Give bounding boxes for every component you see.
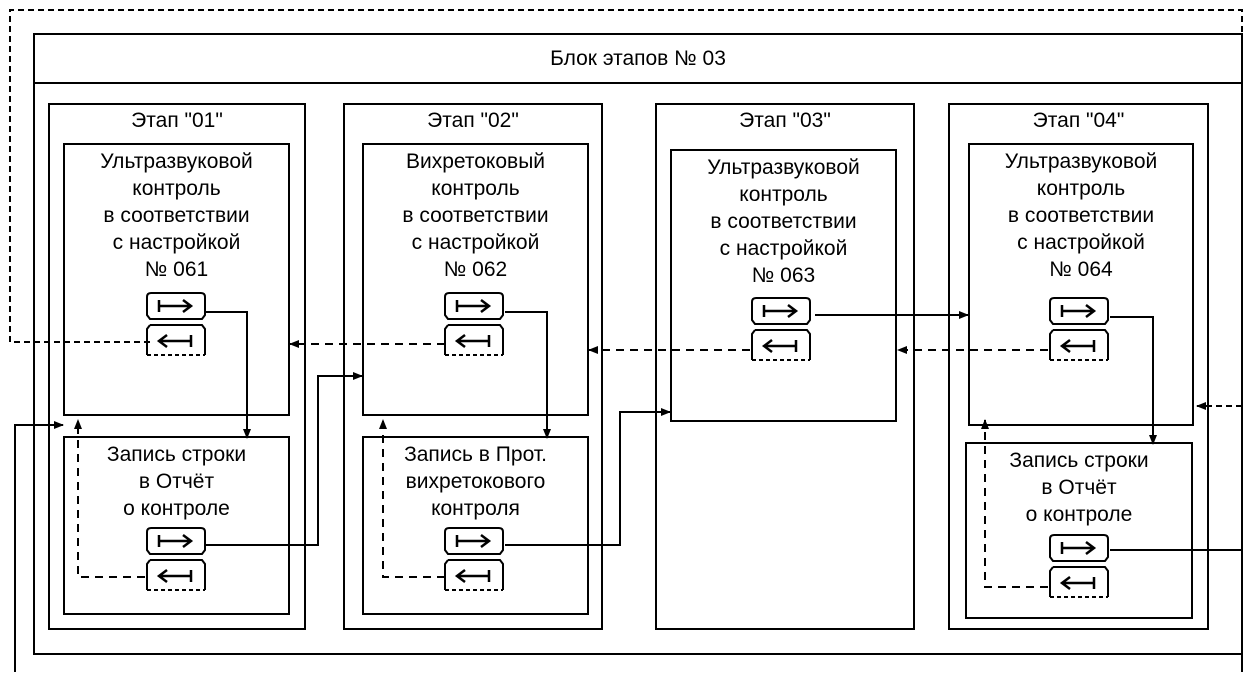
forward-02-action-record — [505, 311, 551, 439]
stage-01-record-forward-button[interactable] — [146, 527, 206, 555]
stage-01: Этап "01" — [48, 103, 306, 630]
record-line: о контроле — [1025, 503, 1133, 526]
stage-04-action-forward-button[interactable] — [1049, 297, 1109, 325]
stage-01-action-back-button[interactable] — [146, 324, 206, 356]
stage-02-label: Этап "02" — [427, 109, 519, 132]
action-line: в соответствии — [710, 210, 857, 233]
back-04-record-action — [981, 419, 1048, 588]
action-line: с настройкой — [112, 231, 241, 254]
action-line: контроль — [739, 183, 828, 206]
stage-03-label: Этап "03" — [739, 109, 831, 132]
stage-02-record[interactable]: Запись в Прот. вихретокового контроля — [362, 436, 589, 615]
record-line: вихретокового — [405, 470, 546, 493]
record-line: Запись в Прот. — [404, 443, 547, 466]
stage-02-action-forward-button[interactable] — [444, 292, 504, 320]
record-line: контроля — [431, 497, 520, 520]
stage-02-record-forward-button[interactable] — [444, 527, 504, 555]
record-line: в Отчёт — [1041, 476, 1117, 499]
stage-01-action[interactable]: Ультразвуковой контроль в соответствии с… — [63, 143, 290, 416]
action-line: контроль — [431, 177, 520, 200]
stage-02-action[interactable]: Вихретоковый контроль в соответствии с н… — [362, 143, 589, 416]
back-01-record-action — [74, 419, 145, 578]
stage-04-record-back-button[interactable] — [1049, 566, 1109, 598]
action-line: в соответствии — [103, 204, 250, 227]
forward-02-to-03 — [505, 408, 671, 546]
action-line: Ультразвуковой — [100, 150, 253, 173]
action-line: № 063 — [751, 264, 816, 287]
stage-03-action[interactable]: Ультразвуковой контроль в соответствии с… — [670, 149, 897, 422]
stage-02-record-back-button[interactable] — [444, 559, 504, 591]
record-line: Запись строки — [1009, 449, 1149, 472]
stage-02: Этап "02" — [343, 103, 603, 630]
block-title: Блок этапов № 03 — [550, 47, 726, 70]
action-line: контроль — [132, 177, 221, 200]
action-line: Вихретоковый — [405, 150, 546, 173]
action-line: с настройкой — [1017, 231, 1145, 254]
stage-03-action-forward-button[interactable] — [751, 297, 811, 325]
record-line: Запись строки — [106, 443, 247, 466]
action-line: в соответствии — [402, 204, 549, 227]
stage-04-action[interactable]: Ультразвуковой контроль в соответствии с… — [968, 143, 1194, 426]
action-line: в соответствии — [1007, 204, 1155, 227]
action-line: с настройкой — [411, 231, 540, 254]
stage-04-label: Этап "04" — [1032, 109, 1125, 132]
stage-03: Этап "03" — [655, 103, 915, 630]
forward-01-to-02 — [205, 372, 363, 546]
exit-line — [1110, 549, 1243, 672]
stage-04-action-back-button[interactable] — [1049, 329, 1109, 361]
outer-dashed-loop — [9, 9, 1243, 410]
action-line: Ультразвуковой — [707, 156, 860, 179]
stage-04-record[interactable]: Запись строки в Отчёт о контроле — [965, 442, 1193, 619]
stage-block: Блок этапов № 03 — [33, 33, 1243, 655]
action-line: Ультразвуковой — [1004, 150, 1158, 173]
action-line: контроль — [1036, 177, 1126, 200]
stage-01-label: Этап "01" — [131, 109, 223, 132]
stage-02-action-back-button[interactable] — [444, 324, 504, 356]
record-line: о контроле — [123, 497, 230, 520]
stage-04: Этап "04" — [948, 103, 1209, 630]
stage-03-action-back-button[interactable] — [751, 329, 811, 361]
record-line: в Отчёт — [138, 470, 215, 493]
action-line: с настройкой — [719, 237, 848, 260]
forward-01-action-record — [205, 311, 251, 439]
action-line: № 061 — [144, 258, 209, 281]
action-line: № 062 — [443, 258, 508, 281]
stage-01-action-forward-button[interactable] — [146, 292, 206, 320]
back-02-record-action — [379, 419, 445, 578]
stage-01-record-back-button[interactable] — [146, 559, 206, 591]
forward-04-action-record — [1110, 316, 1157, 445]
action-line: № 064 — [1049, 258, 1113, 281]
stage-01-record[interactable]: Запись строки в Отчёт о контроле — [63, 436, 290, 615]
entry-line — [14, 421, 64, 672]
stage-04-record-forward-button[interactable] — [1049, 534, 1109, 562]
